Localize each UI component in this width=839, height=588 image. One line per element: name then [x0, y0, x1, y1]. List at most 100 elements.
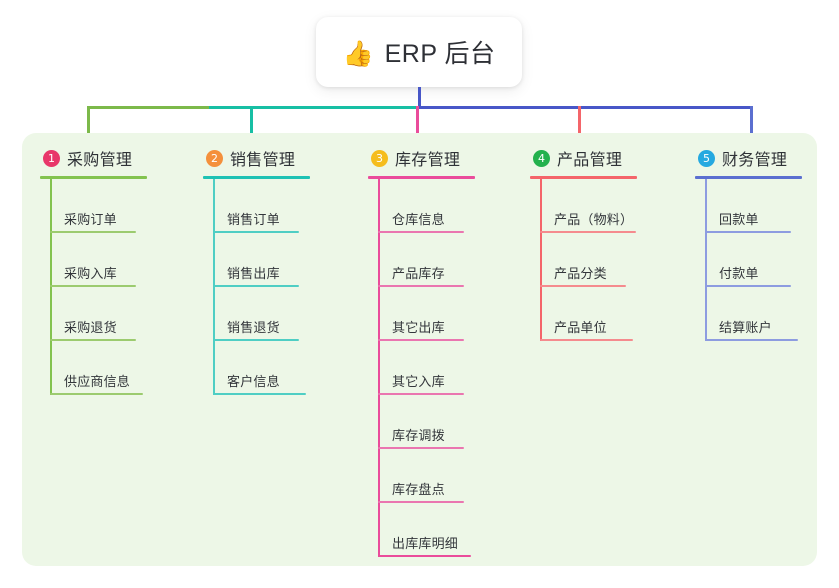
branch-badge-3: 3 [371, 149, 388, 167]
list-item[interactable]: 库存调拨 [378, 395, 520, 449]
item-rule [540, 285, 626, 287]
item-label: 客户信息 [227, 374, 280, 389]
branch-spine-1 [50, 179, 52, 395]
list-item[interactable]: 产品（物料） [540, 179, 682, 233]
item-label: 仓库信息 [392, 212, 445, 227]
drop-connector-5 [750, 106, 753, 141]
item-rule [213, 231, 299, 233]
item-label: 出库库明细 [392, 536, 459, 551]
list-item[interactable]: 产品分类 [540, 233, 682, 287]
item-label: 销售订单 [227, 212, 280, 227]
list-item[interactable]: 其它入库 [378, 341, 520, 395]
item-label: 采购退货 [64, 320, 117, 335]
branch-header-4[interactable]: 4 产品管理 [530, 145, 682, 171]
branch-spine-3 [378, 179, 380, 557]
item-label: 产品（物料） [554, 212, 634, 227]
list-item[interactable]: 客户信息 [213, 341, 355, 395]
item-rule [378, 393, 464, 395]
item-label: 销售出库 [227, 266, 280, 281]
drop-connector-3 [416, 106, 419, 141]
root-node[interactable]: 👍 ERP 后台 [316, 17, 522, 87]
drop-connector-1 [87, 106, 90, 141]
item-rule [705, 231, 791, 233]
item-label: 回款单 [719, 212, 759, 227]
item-rule [378, 339, 464, 341]
item-label: 其它出库 [392, 320, 445, 335]
list-item[interactable]: 结算账户 [705, 287, 839, 341]
list-item[interactable]: 销售订单 [213, 179, 355, 233]
list-item[interactable]: 采购订单 [50, 179, 192, 233]
item-rule [378, 447, 464, 449]
item-rule [50, 339, 136, 341]
bus-segment-right [417, 106, 753, 109]
item-rule [378, 285, 464, 287]
list-item[interactable]: 销售退货 [213, 287, 355, 341]
diagram-panel [22, 133, 817, 566]
branch-column-2[interactable]: 2 销售管理 销售订单 销售出库 销售退货 客户信息 [203, 145, 355, 395]
list-item[interactable]: 仓库信息 [378, 179, 520, 233]
branch-column-5[interactable]: 5 财务管理 回款单 付款单 结算账户 [695, 145, 839, 341]
branch-title-5: 财务管理 [722, 152, 788, 169]
list-item[interactable]: 出库库明细 [378, 503, 520, 557]
list-item[interactable]: 其它出库 [378, 287, 520, 341]
list-item[interactable]: 产品库存 [378, 233, 520, 287]
item-rule [213, 339, 299, 341]
item-label: 结算账户 [719, 320, 772, 335]
drop-connector-2 [250, 106, 253, 141]
item-label: 产品分类 [554, 266, 607, 281]
root-stem-connector [418, 87, 421, 109]
branch-title-4: 产品管理 [557, 152, 623, 169]
list-item[interactable]: 采购入库 [50, 233, 192, 287]
root-node-title: ERP 后台 [384, 40, 496, 68]
branch-rule-5 [695, 176, 802, 179]
item-rule [540, 231, 636, 233]
branch-items-2: 销售订单 销售出库 销售退货 客户信息 [213, 179, 355, 395]
item-label: 供应商信息 [64, 374, 131, 389]
branch-items-4: 产品（物料） 产品分类 产品单位 [540, 179, 682, 341]
branch-column-3[interactable]: 3 库存管理 仓库信息 产品库存 其它出库 其它入库 库存调拨 [368, 145, 520, 557]
item-rule [378, 501, 464, 503]
branch-header-5[interactable]: 5 财务管理 [695, 145, 839, 171]
branch-header-2[interactable]: 2 销售管理 [203, 145, 355, 171]
branch-badge-2: 2 [206, 149, 223, 167]
item-label: 其它入库 [392, 374, 445, 389]
item-label: 产品库存 [392, 266, 445, 281]
thumbs-up-icon: 👍 [342, 38, 374, 68]
branch-header-3[interactable]: 3 库存管理 [368, 145, 520, 171]
list-item[interactable]: 产品单位 [540, 287, 682, 341]
branch-title-2: 销售管理 [230, 152, 296, 169]
branch-spine-5 [705, 179, 707, 341]
item-rule [50, 231, 136, 233]
list-item[interactable]: 采购退货 [50, 287, 192, 341]
branch-title-1: 采购管理 [67, 152, 133, 169]
list-item[interactable]: 供应商信息 [50, 341, 192, 395]
branch-rule-4 [530, 176, 637, 179]
branch-rule-2 [203, 176, 310, 179]
item-rule [378, 231, 464, 233]
item-rule [213, 393, 306, 395]
list-item[interactable]: 库存盘点 [378, 449, 520, 503]
branch-column-1[interactable]: 1 采购管理 采购订单 采购入库 采购退货 供应商信息 [40, 145, 192, 395]
branch-badge-5: 5 [698, 149, 715, 167]
branch-items-5: 回款单 付款单 结算账户 [705, 179, 839, 341]
bus-segment-mid [209, 106, 419, 109]
branch-column-4[interactable]: 4 产品管理 产品（物料） 产品分类 产品单位 [530, 145, 682, 341]
list-item[interactable]: 付款单 [705, 233, 839, 287]
branch-badge-4: 4 [533, 149, 550, 167]
branch-header-1[interactable]: 1 采购管理 [40, 145, 192, 171]
item-rule [213, 285, 299, 287]
branch-rule-3 [368, 176, 475, 179]
branch-badge-1: 1 [43, 149, 60, 167]
branch-rule-1 [40, 176, 147, 179]
item-label: 销售退货 [227, 320, 280, 335]
branch-title-3: 库存管理 [395, 152, 461, 169]
item-rule [50, 285, 136, 287]
item-label: 采购订单 [64, 212, 117, 227]
item-rule [540, 339, 633, 341]
list-item[interactable]: 回款单 [705, 179, 839, 233]
list-item[interactable]: 销售出库 [213, 233, 355, 287]
bus-segment-left [87, 106, 209, 109]
item-rule [705, 285, 791, 287]
branch-spine-4 [540, 179, 542, 341]
